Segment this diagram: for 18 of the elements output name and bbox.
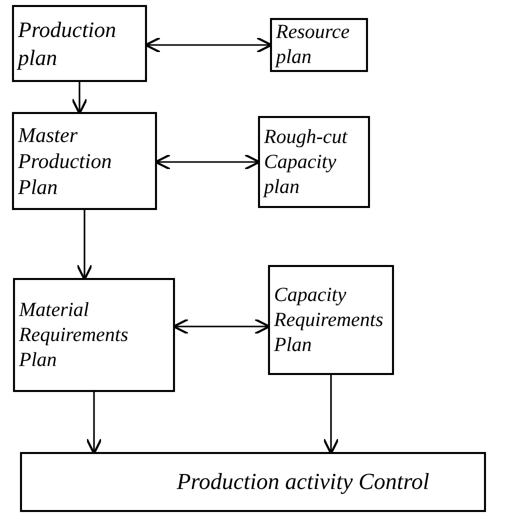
box-label: Production plan	[18, 16, 118, 71]
box-label: Resource plan	[276, 20, 351, 70]
process-box	[270, 18, 368, 72]
process-box	[12, 5, 147, 82]
box-label: Material Requirements Plan	[19, 298, 130, 372]
process-box	[20, 452, 486, 512]
arrow	[86, 392, 102, 455]
arrow	[76, 210, 93, 281]
process-box	[258, 116, 370, 208]
process-box	[13, 278, 175, 392]
box-label: Production activity Control	[176, 468, 430, 496]
box-label: Master Production Plan	[18, 122, 113, 200]
box-label: Capacity Requirements Plan	[274, 282, 384, 358]
process-box	[12, 112, 157, 210]
arrow	[322, 375, 340, 455]
process-box	[268, 265, 394, 375]
box-label: Rough-cut Capacity plan	[264, 124, 349, 200]
arrow	[71, 82, 88, 115]
